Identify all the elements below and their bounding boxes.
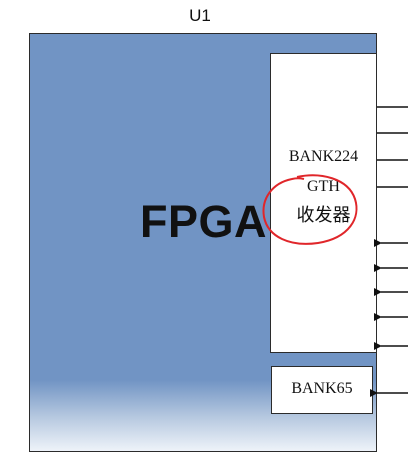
fpga-label: FPGA bbox=[140, 196, 268, 247]
transceiver-label: 收发器 bbox=[296, 205, 351, 226]
gth-label: GTH bbox=[307, 178, 340, 195]
bank224-label: BANK224 bbox=[288, 148, 359, 165]
bank65-label: BANK65 bbox=[291, 380, 353, 397]
annotation-circle bbox=[262, 174, 358, 245]
bank224-block bbox=[270, 53, 377, 353]
chip-label: U1 bbox=[189, 6, 211, 25]
